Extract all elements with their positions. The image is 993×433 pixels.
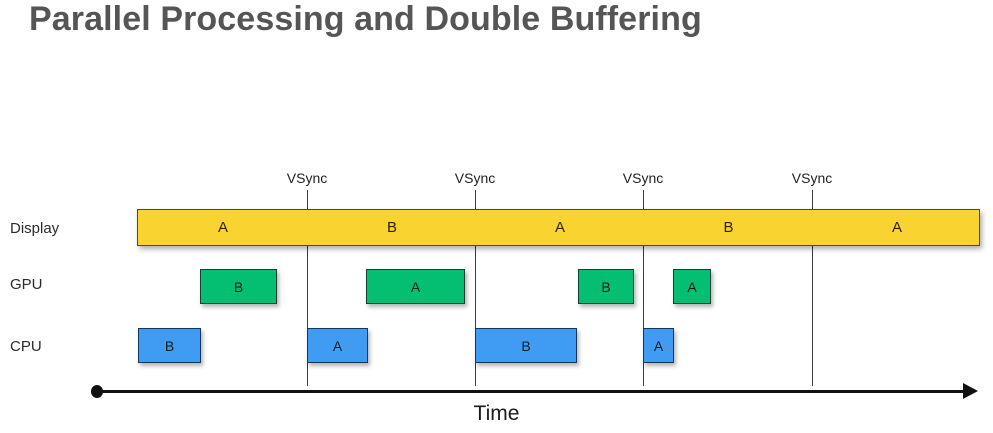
time-axis-label: Time — [473, 402, 520, 425]
time-axis-arrowhead-icon — [963, 383, 978, 399]
vsync-label: VSync — [791, 170, 833, 186]
cpu-task-bar: B — [475, 328, 577, 363]
time-axis-line — [98, 390, 970, 393]
cpu-task-bar: A — [307, 328, 368, 363]
vsync-label: VSync — [454, 170, 496, 186]
vsync-label: VSync — [622, 170, 664, 186]
vsync-line — [643, 190, 644, 386]
display-frame-segment: B — [386, 219, 397, 236]
page-title: Parallel Processing and Double Buffering — [29, 0, 702, 38]
row-label-cpu: CPU — [10, 338, 42, 355]
gpu-task-bar: A — [673, 269, 711, 304]
display-frame-segment: B — [723, 219, 734, 236]
display-frame-segment: A — [217, 219, 228, 236]
gpu-task-bar: A — [366, 269, 465, 304]
cpu-task-bar: B — [138, 328, 201, 363]
display-frame-segment: A — [891, 219, 902, 236]
gpu-task-bar: B — [200, 269, 277, 304]
display-frame-segment: A — [554, 219, 565, 236]
row-label-gpu: GPU — [10, 276, 43, 293]
vsync-line — [307, 190, 308, 386]
gpu-task-bar: B — [578, 269, 634, 304]
vsync-line — [475, 190, 476, 386]
time-axis-origin-dot — [91, 385, 103, 398]
row-label-display: Display — [10, 220, 60, 237]
vsync-label: VSync — [286, 170, 328, 186]
vsync-line — [812, 190, 813, 386]
cpu-task-bar: A — [643, 328, 674, 363]
